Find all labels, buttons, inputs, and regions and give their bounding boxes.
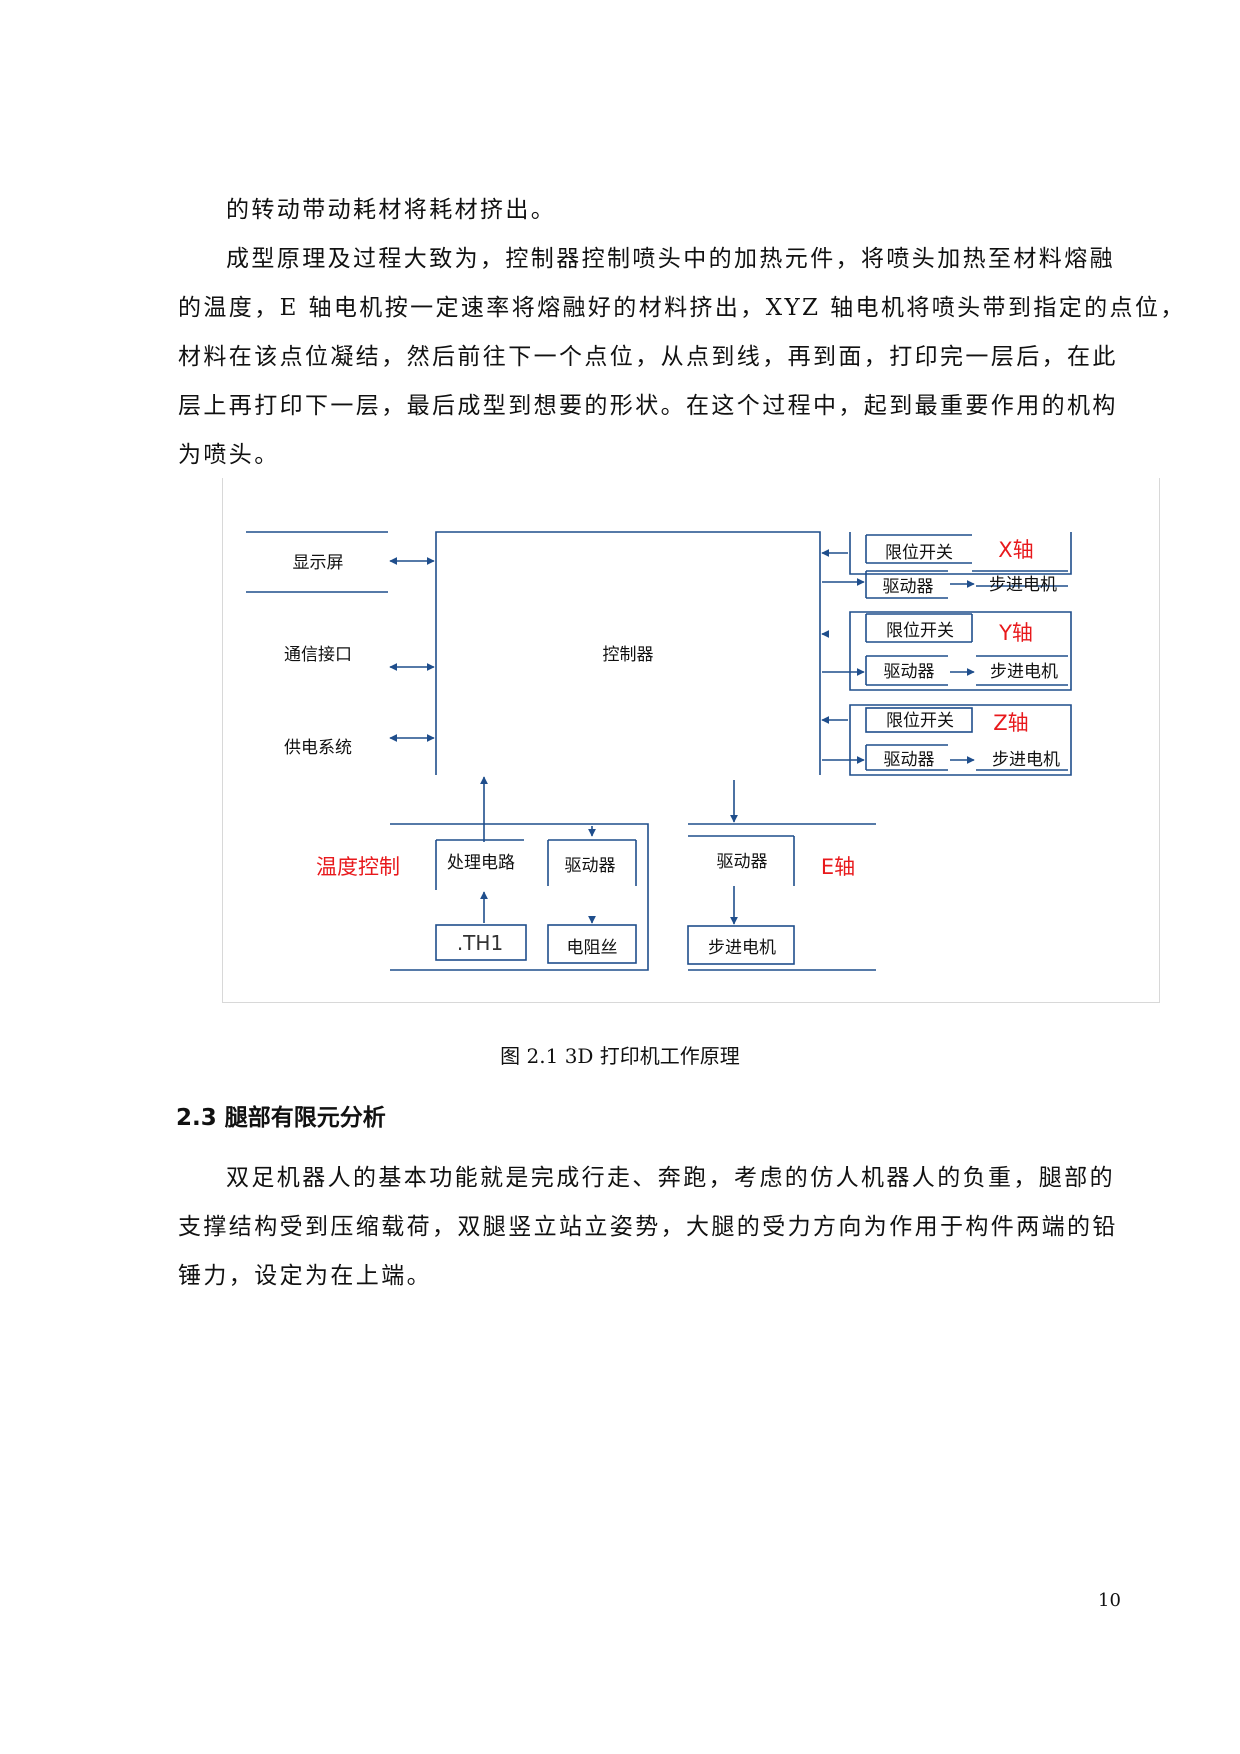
section-paragraph: 双足机器人的基本功能就是完成行走、奔跑，考虑的仿人机器人的负重，腿部的 支撑结构… (178, 1154, 1130, 1301)
y-driver-label: 驱动器 (884, 662, 935, 682)
y-axis-label: Y轴 (998, 621, 1033, 645)
z-stepper-label: 步进电机 (992, 750, 1060, 770)
page-number: 10 (1098, 1590, 1121, 1611)
text-line: 材料在该点位凝结，然后前往下一个点位，从点到线，再到面，打印完一层后，在此 (178, 344, 1118, 370)
y-group-box (849, 611, 1072, 691)
power-label: 供电系统 (284, 738, 352, 758)
temp-group-box (390, 823, 649, 971)
x-stepper-label: 步进电机 (989, 575, 1057, 595)
heater-wire-label: 电阻丝 (567, 938, 618, 958)
paragraph-2: 成型原理及过程大致为，控制器控制喷头中的加热元件，将喷头加热至材料熔融 的温度，… (178, 235, 1186, 480)
text-line: 双足机器人的基本功能就是完成行走、奔跑，考虑的仿人机器人的负重，腿部的 (226, 1165, 1115, 1191)
x-group-box (849, 532, 1072, 575)
x-limit-switch-label: 限位开关 (885, 543, 953, 563)
z-limit-switch-label: 限位开关 (886, 711, 954, 731)
comm-label: 通信接口 (284, 645, 352, 665)
text-line: 的温度，E 轴电机按一定速率将熔融好的材料挤出，XYZ 轴电机将喷头带到指定的点… (178, 295, 1186, 321)
text-line: 成型原理及过程大致为，控制器控制喷头中的加热元件，将喷头加热至材料熔融 (226, 246, 1115, 272)
th1-label: .TH1 (457, 931, 503, 955)
text-line: 为喷头。 (178, 442, 280, 468)
paragraph-1: 的转动带动耗材将耗材挤出。 (178, 186, 1130, 235)
x-driver-label: 驱动器 (883, 577, 934, 597)
figure-caption: 图 2.1 3D 打印机工作原理 (500, 1044, 740, 1068)
text-line: 层上再打印下一层，最后成型到想要的形状。在这个过程中，起到最重要作用的机构 (178, 393, 1118, 419)
section-heading: 2.3 腿部有限元分析 (176, 1105, 386, 1131)
text-line: 锤力，设定为在上端。 (178, 1263, 432, 1289)
controller-label: 控制器 (603, 645, 654, 665)
z-axis-label: Z轴 (993, 711, 1028, 735)
z-group-box (849, 704, 1072, 776)
y-stepper-label: 步进电机 (990, 662, 1058, 682)
e-driver-label: 驱动器 (717, 852, 768, 872)
heater-driver-label: 驱动器 (565, 856, 616, 876)
e-stepper-label: 步进电机 (708, 938, 776, 958)
temperature-control-label: 温度控制 (316, 855, 400, 879)
processing-circuit-label: 处理电路 (447, 853, 515, 873)
text-line: 支撑结构受到压缩载荷，双腿竖立站立姿势，大腿的受力方向为作用于构件两端的铅 (178, 1214, 1118, 1240)
z-driver-label: 驱动器 (884, 750, 935, 770)
figure-frame (222, 478, 1160, 1003)
e-axis-label: E轴 (821, 855, 855, 879)
text-line: 的转动带动耗材将耗材挤出。 (226, 197, 557, 223)
y-limit-switch-label: 限位开关 (886, 621, 954, 641)
x-axis-label: X轴 (998, 538, 1033, 562)
display-label: 显示屏 (293, 553, 344, 573)
controller-box (435, 531, 821, 775)
